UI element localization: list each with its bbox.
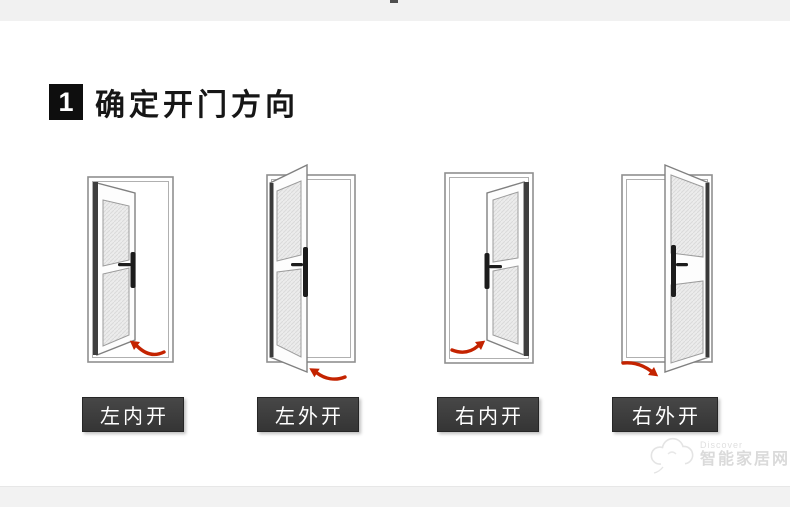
swing-arrow-head bbox=[648, 367, 659, 377]
door-diagram-right-outward bbox=[621, 163, 713, 377]
hinge-edge bbox=[270, 183, 274, 357]
door-label-left-inward: 左内开 bbox=[82, 397, 184, 432]
swing-arrow-head bbox=[309, 368, 320, 378]
top-notch-mark bbox=[390, 0, 398, 3]
door-handle-icon bbox=[303, 247, 308, 297]
swing-arrow-head bbox=[129, 340, 140, 350]
glass-panel-upper bbox=[102, 199, 130, 267]
door-handle-lever bbox=[118, 263, 131, 267]
cloud-logo-icon bbox=[650, 437, 694, 474]
swing-arrow-icon bbox=[621, 361, 653, 373]
glass-panel-lower bbox=[670, 280, 704, 364]
door-diagram-left-inward bbox=[87, 176, 174, 363]
door-handle-icon bbox=[130, 252, 136, 288]
bottom-band bbox=[0, 486, 790, 507]
swing-arrow-icon bbox=[135, 344, 166, 357]
glass-panel-lower bbox=[276, 268, 302, 358]
section-header: 1 确定开门方向 bbox=[49, 80, 299, 124]
watermark-line2: 智能家居网 bbox=[700, 451, 790, 469]
door-diagram-left-outward bbox=[266, 163, 356, 381]
glass-panel-lower bbox=[102, 267, 130, 347]
door-label-right-inward: 右内开 bbox=[437, 397, 539, 432]
hinge-edge bbox=[524, 182, 529, 356]
glass-panel-upper bbox=[276, 180, 302, 262]
top-band bbox=[0, 0, 790, 21]
door-handle-lever bbox=[489, 265, 502, 269]
watermark-text: Discover 智能家居网 bbox=[700, 440, 790, 469]
door-handle-icon bbox=[671, 245, 676, 297]
glass-panel-upper bbox=[670, 174, 704, 258]
swing-arrow-icon bbox=[450, 344, 480, 354]
swing-arrow-icon bbox=[315, 371, 347, 381]
door-handle-lever bbox=[676, 263, 688, 267]
watermark-line1: Discover bbox=[700, 440, 744, 451]
swing-arrow-head bbox=[475, 340, 486, 350]
step-number-badge: 1 bbox=[49, 84, 83, 120]
hinge-edge bbox=[93, 182, 98, 355]
glass-panel-lower bbox=[492, 265, 519, 345]
page-title: 确定开门方向 bbox=[95, 89, 299, 122]
site-watermark: Discover 智能家居网 bbox=[648, 434, 790, 476]
door-label-right-outward: 右外开 bbox=[612, 397, 718, 432]
door-handle-lever bbox=[291, 263, 303, 267]
door-label-left-outward: 左外开 bbox=[257, 397, 359, 432]
door-diagram-right-inward bbox=[444, 172, 534, 364]
door-handle-icon bbox=[484, 253, 490, 289]
hinge-edge bbox=[705, 183, 709, 357]
glass-panel-upper bbox=[492, 191, 519, 263]
